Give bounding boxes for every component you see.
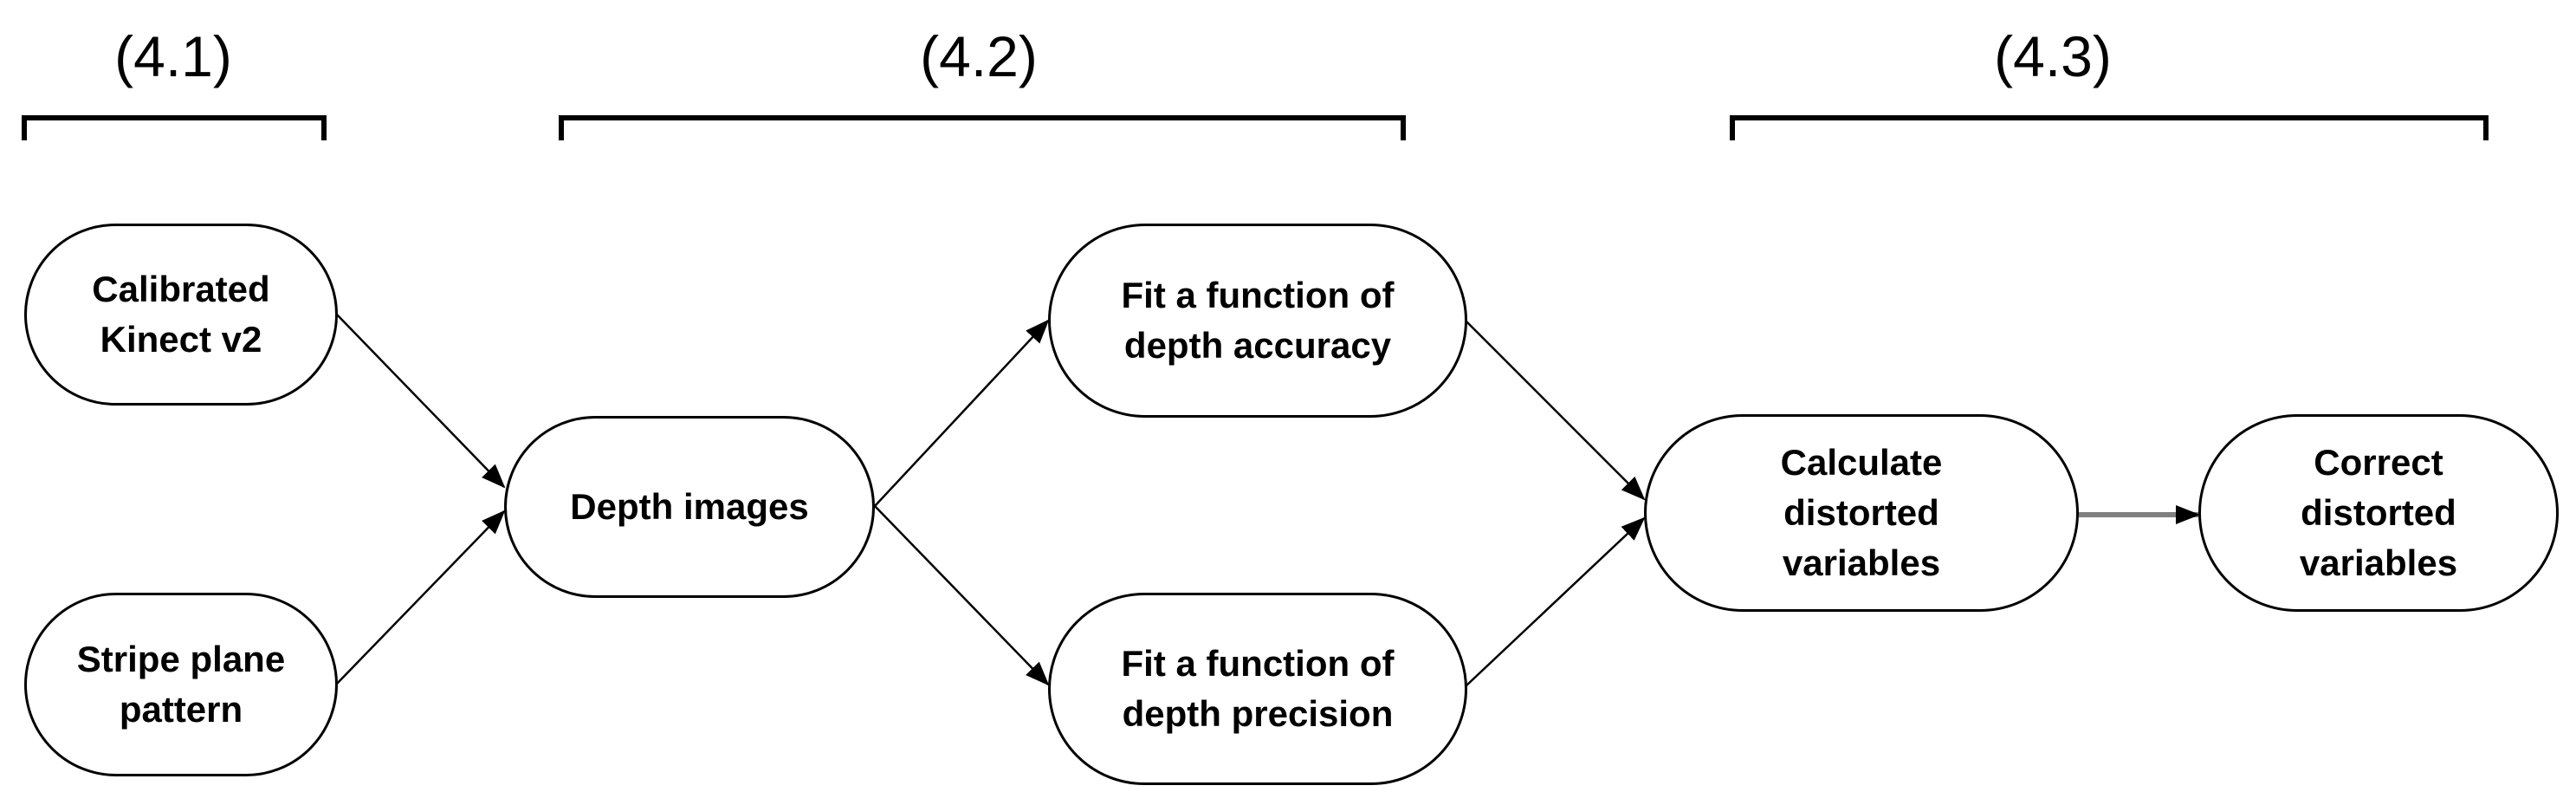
bracket-4-1 [22, 115, 327, 140]
arrow-precision-to-calculate [1465, 516, 1646, 687]
node-stripe-plane: Stripe plane pattern [24, 593, 338, 776]
node-correct-distorted: Correct distorted variables [2198, 414, 2559, 612]
arrow-depth-to-precision [874, 505, 1050, 686]
arrow-stripe-to-depth [335, 510, 506, 685]
arrow-accuracy-to-calculate [1465, 320, 1646, 501]
node-calculate-distorted: Calculate distorted variables [1644, 414, 2079, 612]
node-label: Calibrated Kinect v2 [92, 269, 270, 360]
node-depth-images: Depth images [504, 416, 875, 598]
node-calibrated-kinect: Calibrated Kinect v2 [24, 224, 338, 406]
node-label: Fit a function of depth accuracy [1121, 275, 1395, 366]
node-fit-accuracy: Fit a function of depth accuracy [1048, 224, 1467, 418]
node-fit-precision: Fit a function of depth precision [1048, 593, 1467, 785]
bracket-4-3 [1730, 115, 2489, 140]
arrow-kinect-to-depth [335, 313, 506, 489]
node-label: Stripe plane pattern [76, 639, 286, 730]
node-label: Depth images [570, 486, 809, 527]
arrow-depth-to-accuracy [874, 319, 1050, 507]
node-label: Correct distorted variables [2299, 442, 2458, 583]
section-label-4-1: (4.1) [114, 24, 232, 88]
node-label: Fit a function of depth precision [1121, 643, 1395, 734]
node-label: Calculate distorted variables [1780, 442, 1943, 583]
bracket-4-2 [559, 115, 1406, 140]
section-label-4-3: (4.3) [1994, 24, 2112, 88]
section-label-4-2: (4.2) [920, 24, 1038, 88]
